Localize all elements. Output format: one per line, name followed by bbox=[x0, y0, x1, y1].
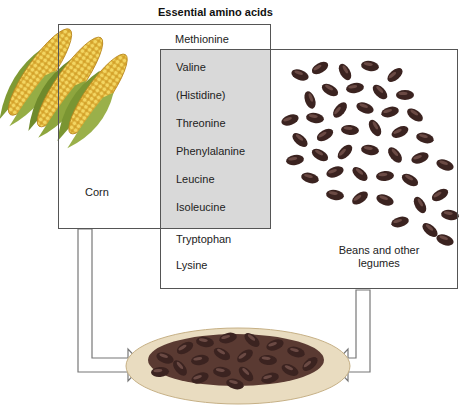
box-text: Threonine bbox=[176, 117, 226, 130]
husk bbox=[67, 89, 119, 155]
corn-cob bbox=[61, 48, 136, 140]
box-text: Tryptophan bbox=[176, 233, 231, 246]
box-text: Valine bbox=[176, 61, 206, 74]
bean-heap bbox=[148, 334, 324, 386]
food-box: TryptophanLysine Beans and other legumes V… bbox=[160, 49, 458, 289]
plate-illustration bbox=[126, 328, 350, 404]
box-text: Phenylalanine bbox=[176, 145, 245, 158]
box-text: Lysine bbox=[176, 259, 207, 272]
diagram-title: Essential amino acids bbox=[158, 6, 273, 19]
overlap-region: Valine (Histidine) ThreoninePhenylalanineL… bbox=[161, 50, 271, 229]
box-text: (Histidine) bbox=[176, 89, 226, 102]
box-text: Methionine bbox=[175, 33, 229, 46]
corn-illustration bbox=[0, 19, 140, 155]
box-text: Corn bbox=[85, 186, 109, 199]
beans-illustration bbox=[280, 59, 460, 248]
box-text: Beans and other legumes bbox=[329, 244, 429, 270]
box-text: Isoleucine bbox=[176, 201, 226, 214]
box-text: Leucine bbox=[176, 173, 215, 186]
tortilla bbox=[126, 328, 350, 404]
